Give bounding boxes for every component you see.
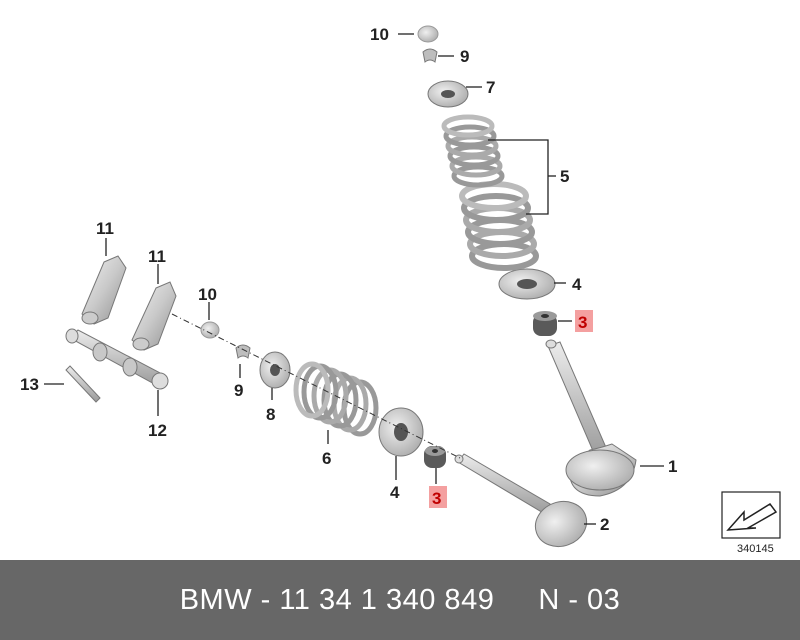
leader-lines: [44, 33, 664, 525]
valve-keepers-9: [422, 48, 438, 63]
callout-11-right: 11: [148, 247, 166, 266]
callout-4-upper: 4: [572, 275, 582, 294]
callout-10-upper: 10: [370, 25, 389, 44]
rocker-arm-11a: [81, 255, 127, 325]
callout-13: 13: [20, 375, 39, 394]
shim-10: [200, 321, 220, 339]
callout-4-lower: 4: [390, 483, 400, 502]
reference-icon-box: 340145: [721, 491, 781, 555]
valve-2: [454, 453, 588, 548]
pin-13: [65, 365, 101, 403]
valve-springs-5: [441, 114, 539, 271]
parts-diagram: 1 2 3 3 4 4 5 6 7 8 9 9 10 10 11 11 12 1…: [20, 25, 781, 555]
footer-bar: BMW - 11 34 1 340 849 N - 03: [0, 560, 800, 640]
arrow-icon: [726, 503, 778, 531]
callout-12: 12: [148, 421, 167, 440]
callouts: 1 2 3 3 4 4 5 6 7 8 9 9 10 10 11 11 12 1…: [20, 25, 677, 534]
spring-seat-4: [498, 268, 556, 300]
callout-3-lower: 3: [432, 489, 441, 508]
highlight-3-upper: [575, 310, 593, 332]
reference-number: 340145: [737, 543, 774, 555]
callout-10-lower: 10: [198, 285, 217, 304]
outer-spring: [459, 181, 539, 271]
valve-assembly-lower: [171, 313, 588, 548]
valve-springs-6: [293, 361, 379, 437]
spring-seat-4: [378, 407, 424, 457]
spring-retainer-7: [427, 80, 469, 108]
valve-1: [545, 339, 637, 497]
callout-9-upper: 9: [460, 47, 469, 66]
callout-2: 2: [600, 515, 609, 534]
highlight-3-lower: [429, 486, 447, 508]
exploded-view-svg: 1 2 3 3 4 4 5 6 7 8 9 9 10 10 11 11 12 1…: [20, 25, 781, 555]
part-number: BMW - 11 34 1 340 849: [179, 583, 495, 616]
valve-assembly-upper: [417, 25, 637, 497]
valve-stem-seal-3: [533, 311, 557, 336]
spring-retainer-8: [259, 351, 291, 389]
shim-10: [417, 25, 439, 43]
valve-keepers-9: [235, 344, 251, 359]
inner-spring: [441, 114, 505, 188]
callout-5: 5: [560, 167, 569, 186]
footer-code: N - 03: [538, 583, 621, 616]
callout-9-lower: 9: [234, 381, 243, 400]
rocker-arm-11b: [131, 281, 177, 351]
callout-3-upper: 3: [578, 313, 587, 332]
callout-1: 1: [668, 457, 677, 476]
rocker-shaft-12: [65, 328, 169, 390]
callout-8: 8: [266, 405, 275, 424]
callout-7: 7: [486, 78, 495, 97]
callout-11-left: 11: [96, 219, 114, 238]
callout-6: 6: [322, 449, 331, 468]
